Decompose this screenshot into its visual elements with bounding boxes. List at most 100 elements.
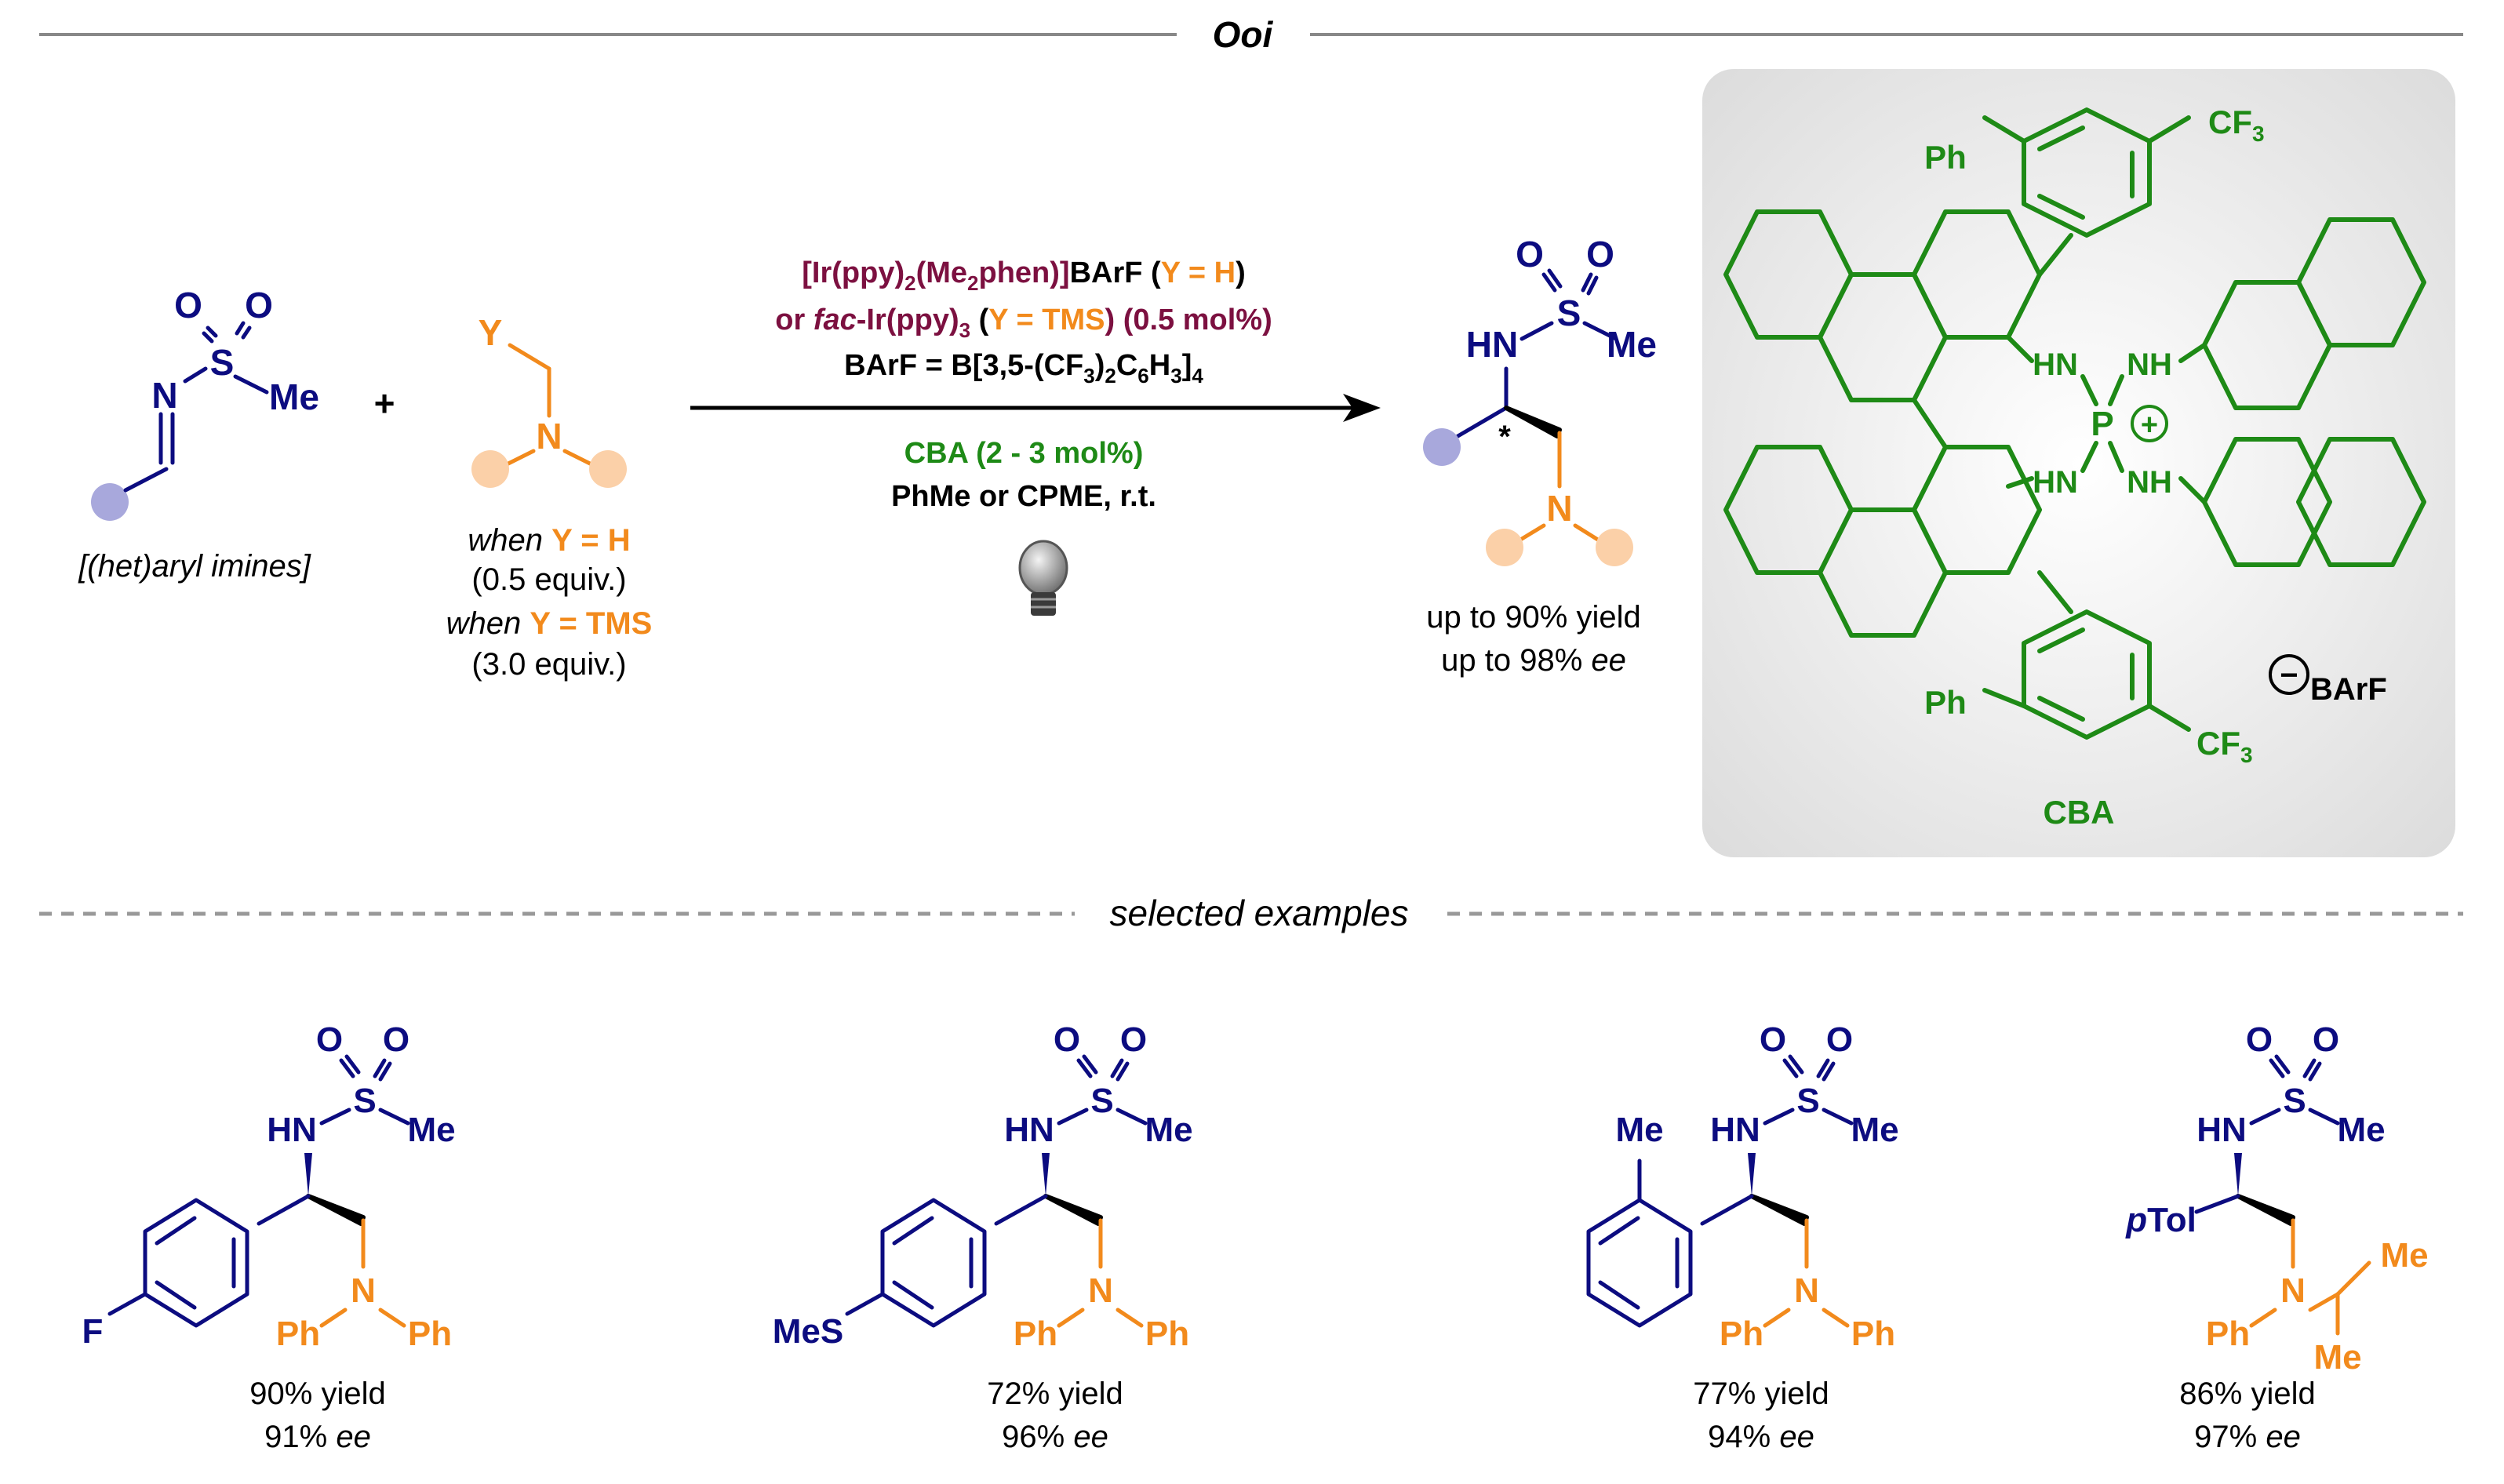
- example-s: S: [2283, 1082, 2306, 1120]
- example-bold-bond: [2236, 1194, 2295, 1226]
- example-n: N: [351, 1271, 376, 1310]
- hn-top-left: HN: [2033, 347, 2078, 382]
- example-ee-value: 94%: [1708, 1420, 1779, 1454]
- imine-o1: O: [174, 285, 202, 326]
- imine-s: S: [210, 342, 235, 383]
- catalyst-line-1: [Ir(ppy)2(Me2phen)]BArF (Y = H): [802, 256, 1246, 295]
- stereocenter-star: *: [1498, 420, 1511, 454]
- example-ee-value: 96%: [1002, 1420, 1073, 1454]
- amine-n: N: [536, 416, 562, 456]
- product-ee: up to 98% ee: [1441, 643, 1626, 678]
- example-o1: O: [1054, 1020, 1080, 1059]
- cf3-bottom: CF3: [2196, 725, 2253, 767]
- example-o1: O: [2246, 1020, 2273, 1059]
- examples-title: selected examples: [1110, 893, 1409, 933]
- phosphorus: P: [2091, 405, 2113, 443]
- example-bold-bond: [306, 1194, 366, 1226]
- product-yield: up to 90% yield: [1426, 600, 1641, 635]
- naphthalene-lower-left-c: [1723, 445, 1854, 575]
- imine-n: N: [151, 375, 177, 416]
- product-n: N: [1546, 488, 1572, 529]
- example-substituent: F: [82, 1312, 104, 1351]
- example-yield: 77% yield: [1693, 1377, 1829, 1411]
- example-hn: HN: [1710, 1111, 1760, 1149]
- aryl-blob: [91, 483, 129, 521]
- author-label: Ooi: [1213, 14, 1274, 55]
- condition-2-equiv: (3.0 equiv.): [471, 647, 626, 682]
- example-ph2: Ph: [408, 1315, 452, 1353]
- cf3-top: CF3: [2208, 104, 2265, 146]
- product-blob-right: [1596, 529, 1633, 566]
- example-hn: HN: [1004, 1111, 1054, 1149]
- example-yield: 72% yield: [987, 1377, 1123, 1411]
- amine-blob-left: [471, 450, 509, 488]
- example-me: Me: [2337, 1111, 2385, 1149]
- example-ee-value: 97%: [2194, 1420, 2266, 1454]
- product-blob-left: [1486, 529, 1523, 566]
- example-hn: HN: [267, 1111, 317, 1149]
- example-ph2: Ph: [1145, 1315, 1189, 1353]
- example-ee-unit: ee: [1779, 1420, 1814, 1454]
- product-bold-bond: [1504, 406, 1562, 438]
- example-n: N: [1088, 1271, 1113, 1310]
- anion-minus: −: [2280, 658, 2298, 693]
- example-hn: HN: [2196, 1111, 2247, 1149]
- product-me: Me: [1607, 324, 1657, 365]
- amine-blob-right: [589, 450, 627, 488]
- condition-2: when Y = TMS: [446, 606, 653, 641]
- example-substituent: MeS: [773, 1312, 843, 1351]
- imine-o2: O: [245, 285, 273, 326]
- example-wedge: [1748, 1153, 1756, 1196]
- ph-bottom: Ph: [1924, 684, 1967, 721]
- example-wedge: [2234, 1153, 2242, 1196]
- example-yield: 90% yield: [249, 1377, 385, 1411]
- examples-divider: selected examples: [39, 893, 2463, 933]
- example-n: N: [1794, 1271, 1819, 1310]
- anion-barf: BArF: [2310, 672, 2387, 707]
- phosphonium-plus: +: [2141, 409, 2158, 442]
- example-ee: 91% ee: [264, 1420, 371, 1454]
- aryl-ring-top: [2022, 107, 2152, 238]
- example-ee: 96% ee: [1002, 1420, 1108, 1454]
- naphthalene-upper-left-c: [1723, 209, 1854, 340]
- nh-top-right: NH: [2127, 347, 2172, 382]
- example-aryl-ring: [143, 1198, 249, 1328]
- example-ph1: Ph: [1720, 1315, 1763, 1353]
- example-me: Me: [1145, 1111, 1192, 1149]
- example-ph1: Ph: [1014, 1315, 1057, 1353]
- nh-bottom-right: NH: [2127, 465, 2172, 500]
- product-o1: O: [1516, 234, 1544, 275]
- example-substituent: pTol: [2125, 1201, 2196, 1239]
- cba-loading: CBA (2 - 3 mol%): [904, 437, 1144, 470]
- reaction-conditions: [Ir(ppy)2(Me2phen)]BArF (Y = H) or fac-I…: [690, 256, 1381, 616]
- example-n: N: [2280, 1271, 2306, 1310]
- example-o2: O: [383, 1020, 409, 1059]
- naphthalene-lower-right-a: [2202, 437, 2332, 567]
- plus-sign: +: [374, 383, 395, 424]
- anion-charge: [2269, 654, 2309, 695]
- example-me: Me: [1851, 1111, 1898, 1149]
- product-hn: HN: [1466, 324, 1518, 365]
- ph-top: Ph: [1924, 139, 1967, 176]
- example-o1: O: [1760, 1020, 1786, 1059]
- solvent-temp: PhMe or CPME, r.t.: [891, 480, 1156, 513]
- example-wedge: [304, 1153, 312, 1196]
- hn-bottom-left: HN: [2033, 465, 2078, 500]
- naphthalene-upper-right-b: [2296, 217, 2426, 347]
- imine-me: Me: [269, 376, 319, 417]
- example-o2: O: [1826, 1020, 1853, 1059]
- example-me2: Me: [2313, 1338, 2361, 1377]
- example-s: S: [353, 1082, 376, 1120]
- amine-y: Y: [479, 312, 503, 353]
- example-substituent: Me: [1615, 1111, 1663, 1149]
- light-bulb-icon: [1018, 540, 1068, 616]
- example-bold-bond: [1749, 1194, 1809, 1226]
- example-ph2: Ph: [1851, 1315, 1895, 1353]
- condition-1: when Y = H: [468, 523, 630, 558]
- example-aryl-ring: [880, 1198, 987, 1328]
- product: O O S Me HN * N up to 90% yield up to 98…: [1423, 234, 1657, 678]
